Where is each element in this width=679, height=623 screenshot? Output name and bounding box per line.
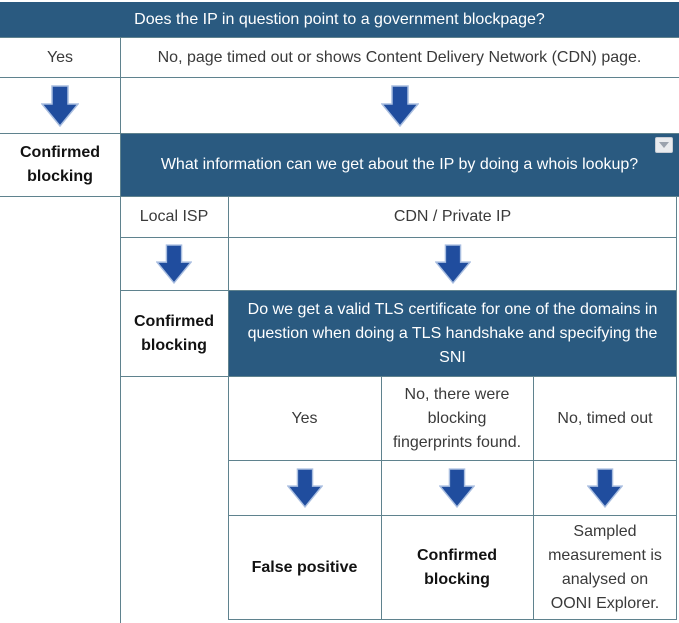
answer-tls-yes-label: Yes [291,409,318,427]
answer-tls-timeout: No, timed out [533,377,677,460]
divider-horizontal [0,37,679,38]
arrow-cell-tls-fingerprints [381,461,533,515]
chevron-down-glyph [659,142,669,148]
down-arrow-icon [380,84,419,127]
answer-tls-timeout-label: No, timed out [557,409,653,427]
outcome-confirmed-blocking-2-label: Confirmed blocking [134,312,214,354]
divider-horizontal [228,619,677,620]
outcome-confirmed-blocking-3: Confirmed blocking [381,516,533,619]
down-arrow-icon [41,84,79,127]
question-whois-lookup-label: What information can we get about the IP… [160,156,639,173]
divider-horizontal [228,515,677,516]
question-tls-certificate-label: Do we get a valid TLS certificate for on… [247,300,658,366]
down-arrow-icon [434,244,471,284]
answer-no-blockpage-label: No, page timed out or shows Content Deli… [157,48,642,66]
outcome-confirmed-blocking-1-label: Confirmed blocking [20,144,100,185]
answer-yes-blockpage: Yes [0,38,120,77]
divider-horizontal [120,290,677,291]
chevron-down-icon[interactable] [655,137,673,153]
divider-horizontal [0,77,679,78]
divider-vertical [120,37,121,623]
divider-horizontal [120,237,677,238]
outcome-confirmed-blocking-2: Confirmed blocking [120,291,228,376]
outcome-sampled-measurement: Sampled measurement is analysed on OONI … [533,516,677,619]
answer-no-blockpage: No, page timed out or shows Content Deli… [120,38,679,77]
outcome-confirmed-blocking-3-label: Confirmed blocking [417,546,497,588]
answer-cdn-private-ip: CDN / Private IP [228,197,677,237]
outcome-false-positive-label: False positive [251,558,358,576]
answer-yes-blockpage-label: Yes [46,48,74,66]
outcome-false-positive: False positive [228,516,381,619]
answer-cdn-private-ip-label: CDN / Private IP [393,208,512,225]
divider-horizontal [228,460,677,461]
arrow-cell-tls-timeout [533,461,677,515]
down-arrow-icon [439,468,475,508]
outcome-sampled-measurement-label: Sampled measurement is analysed on OONI … [548,522,662,612]
question-whois-lookup: What information can we get about the IP… [120,134,679,196]
answer-local-isp-label: Local ISP [139,208,209,225]
arrow-cell-cdn [228,238,677,290]
divider-horizontal [0,133,679,134]
divider-horizontal [0,196,679,197]
divider-vertical [228,196,229,619]
arrow-cell-no-blockpage [120,78,679,133]
question-tls-certificate: Do we get a valid TLS certificate for on… [228,291,677,376]
outcome-confirmed-blocking-1: Confirmed blocking [0,134,120,196]
arrow-cell-yes-blockpage [0,78,120,133]
down-arrow-icon [587,468,623,508]
answer-tls-yes: Yes [228,377,381,460]
arrow-cell-local-isp [120,238,228,290]
answer-tls-fingerprints: No, there were blocking fingerprints fou… [381,377,533,460]
divider-vertical [533,376,534,619]
answer-tls-fingerprints-label: No, there were blocking fingerprints fou… [392,385,522,451]
down-arrow-icon [286,468,323,508]
question-government-blockpage-label: Does the IP in question point to a gover… [134,10,545,28]
divider-vertical [381,376,382,619]
divider-vertical [676,196,677,619]
arrow-cell-tls-yes [228,461,381,515]
question-government-blockpage: Does the IP in question point to a gover… [0,2,679,37]
divider-horizontal [120,376,677,377]
answer-local-isp: Local ISP [120,197,228,237]
down-arrow-icon [156,244,192,284]
